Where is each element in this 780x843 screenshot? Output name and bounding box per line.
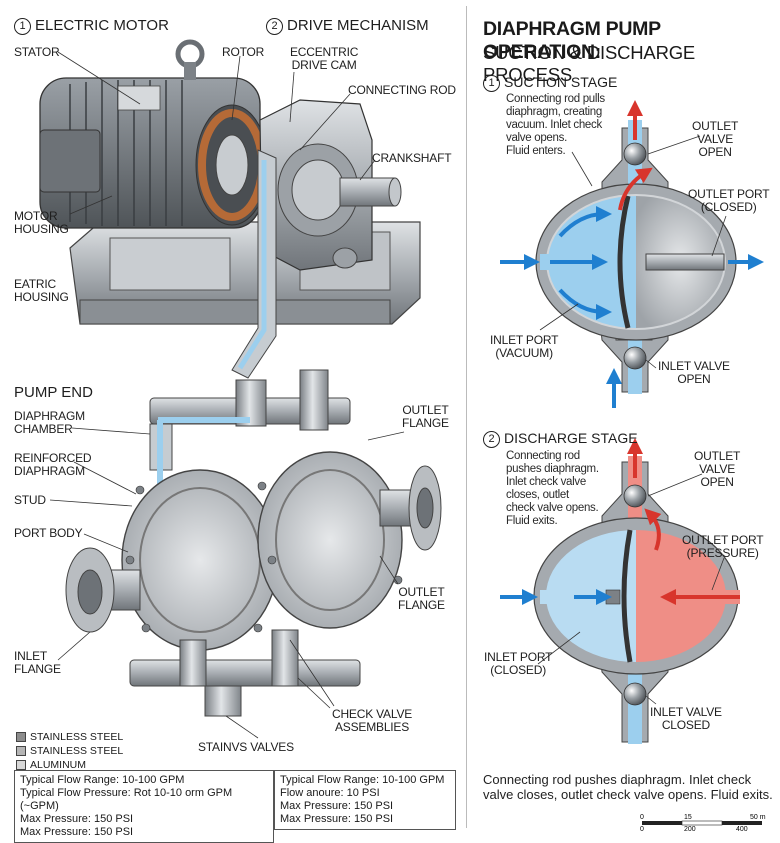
label-inlet-port-vacuum: INLET PORT (VACUUM)	[490, 333, 559, 360]
spec-line: Max Pressure: 150 PSI	[280, 813, 394, 825]
spec-line: Max Pressure: 150 PSI	[280, 800, 394, 812]
suction-stage-diagram	[500, 100, 764, 408]
legend-label: STAINLESS STEEL	[30, 731, 124, 743]
suction-description: Connecting rod pulls diaphragm, creating…	[506, 93, 605, 157]
step-number: 2	[266, 18, 283, 35]
legend-item: STAINLESS STEEL	[16, 730, 123, 744]
label-outlet-flange-bottom: OUTLET FLANGE	[398, 585, 445, 612]
scale-top-2: 50 m	[750, 814, 766, 821]
pump-end-illustration	[49, 369, 442, 739]
step-number: 1	[483, 75, 500, 92]
page-subtitle: SUCTION & DISCHARGE PROCESS	[483, 42, 696, 85]
panel-divider	[466, 6, 467, 828]
heading-suction-stage-text: SUCTION STAGE	[504, 74, 618, 90]
label-motor-housing: MOTOR HOUSING	[14, 209, 69, 236]
label-inlet-valve-open: INLET VALVE OPEN	[658, 359, 730, 386]
footer-caption: Connecting rod pushes diaphragm. Inlet c…	[483, 772, 773, 802]
label-outlet-valve-open-2: OUTLET VALVE OPEN	[694, 449, 741, 489]
label-inlet-port-closed: INLET PORT (CLOSED)	[484, 650, 553, 677]
material-legend: STAINLESS STEEL STAINLESS STEEL ALUMINUM	[16, 730, 123, 772]
spec-line: Typical Flow Pressure: Rot 10-10 orm GPM…	[20, 787, 233, 812]
heading-drive-mechanism-text: DRIVE MECHANISM	[287, 17, 429, 34]
scale-segment	[681, 820, 723, 826]
scale-segment	[642, 821, 682, 825]
label-crankshaft: CRANKSHAFT	[372, 151, 452, 165]
legend-label: STAINLESS STEEL	[30, 745, 124, 757]
step-number: 1	[14, 18, 31, 35]
scale-top-1: 15	[684, 814, 692, 821]
spec-box-2: Typical Flow Range: 10-100 GPM Flow anou…	[274, 770, 456, 830]
label-outlet-valve-open: OUTLET VALVE OPEN	[692, 119, 739, 159]
spec-line: Typical Flow Range: 10-100 GPM	[280, 774, 445, 786]
scale-bottom-2: 400	[736, 826, 748, 832]
spec-line: Max Pressure: 150 PSI	[20, 813, 134, 825]
label-rotor: ROTOR	[222, 45, 265, 59]
legend-swatch	[16, 746, 26, 756]
discharge-stage-diagram	[500, 438, 740, 744]
spec-line: Max Pressure: 150 PSI	[20, 826, 134, 838]
scale-bar: 0 15 50 m 0 200 400	[640, 814, 766, 832]
legend-swatch	[16, 760, 26, 770]
heading-discharge-stage-text: DISCHARGE STAGE	[504, 430, 638, 446]
label-inlet-flange: INLET FLANGE	[14, 649, 61, 676]
page-title: DIAPHRAGM PUMP OPERATION:	[483, 18, 661, 63]
electric-motor-illustration	[39, 39, 421, 379]
legend-item: STAINLESS STEEL	[16, 744, 123, 758]
heading-electric-motor-text: ELECTRIC MOTOR	[35, 17, 169, 34]
spec-line: Flow anoure: 10 PSI	[280, 787, 380, 799]
scale-segment	[722, 821, 762, 825]
label-check-valve-assemblies: CHECK VALVE ASSEMBLIES	[332, 707, 413, 734]
step-number: 2	[483, 431, 500, 448]
label-stainvs-valves: STAINVS VALVES	[198, 740, 294, 754]
legend-label: ALUMINUM	[30, 759, 87, 771]
discharge-description: Connecting rod pushes diaphragm. Inlet c…	[506, 450, 599, 527]
label-eccentric-drive-cam: ECCENTRIC DRIVE CAM	[290, 45, 359, 72]
heading-pump-end: PUMP END	[14, 384, 93, 401]
label-outlet-port-pressure: OUTLET PORT (PRESSURE)	[682, 533, 764, 560]
scale-bottom-1: 200	[684, 826, 696, 832]
label-stud: STUD	[14, 493, 46, 507]
legend-item: ALUMINUM	[16, 758, 123, 772]
label-outlet-flange-top: OUTLET FLANGE	[402, 403, 449, 430]
label-diaphragm-chamber: DIAPHRAGM CHAMBER	[14, 409, 85, 436]
label-reinforced-diaphragm: REINFORCED DIAPHRAGM	[14, 451, 92, 478]
label-stator: STATOR	[14, 45, 60, 59]
spec-line: Typical Flow Range: 10-100 GPM	[20, 774, 185, 786]
label-inlet-valve-closed: INLET VALVE CLOSED	[650, 705, 722, 732]
label-port-body: PORT BODY	[14, 526, 83, 540]
legend-swatch	[16, 732, 26, 742]
spec-box-1: Typical Flow Range: 10-100 GPM Typical F…	[14, 770, 274, 843]
label-outlet-port-closed: OUTLET PORT (CLOSED)	[688, 187, 770, 214]
scale-top-0: 0	[640, 814, 644, 821]
label-eatric-housing: EATRIC HOUSING	[14, 277, 69, 304]
scale-bottom-0: 0	[640, 826, 644, 832]
label-connecting-rod: CONNECTING ROD	[348, 83, 456, 97]
